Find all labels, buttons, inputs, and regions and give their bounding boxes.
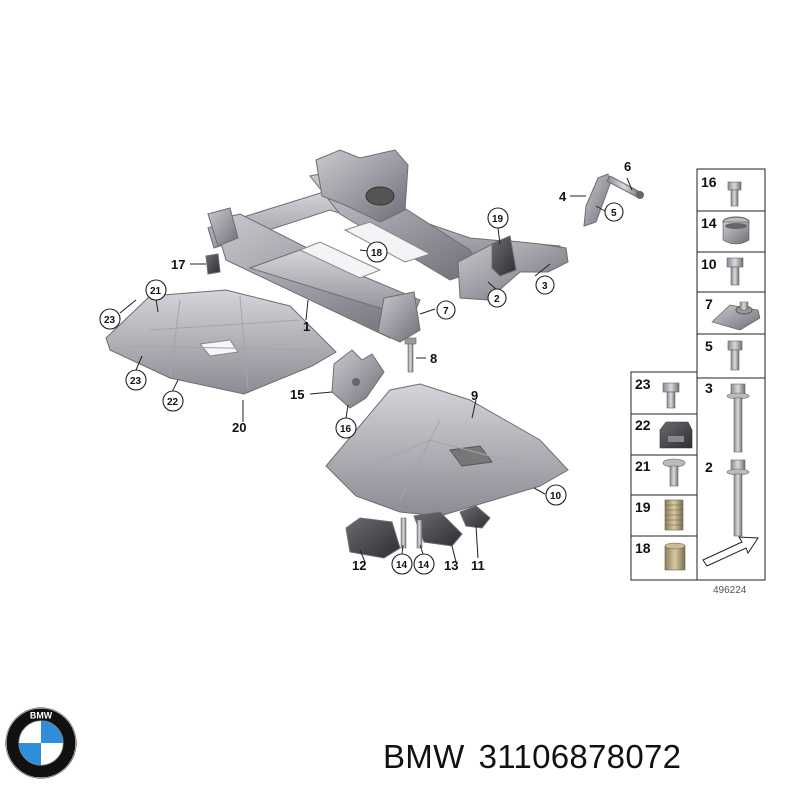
callout-19: 19 bbox=[492, 214, 504, 225]
legend-item-7: 7 bbox=[705, 296, 713, 312]
direction-arrow-icon bbox=[702, 536, 759, 567]
bracket-17-drawing bbox=[205, 253, 221, 275]
legend-item-2: 2 bbox=[705, 459, 713, 475]
callout-12: 12 bbox=[352, 558, 366, 573]
callout-16: 16 bbox=[340, 424, 352, 435]
callout-4: 4 bbox=[559, 189, 567, 204]
bolt-8-drawing bbox=[404, 337, 417, 373]
bracket-15-drawing bbox=[331, 349, 385, 409]
callout-9: 9 bbox=[471, 388, 478, 403]
parts-legend: 16 14 10 7 5 3 2 23 22 21 19 18 bbox=[630, 168, 766, 596]
legend-item-21: 21 bbox=[635, 458, 651, 474]
legend-item-23: 23 bbox=[635, 376, 651, 392]
reference-number: 496224 bbox=[713, 585, 747, 596]
callout-21: 21 bbox=[150, 286, 162, 297]
pads-drawing bbox=[345, 505, 491, 559]
callout-14-right: 14 bbox=[418, 560, 430, 571]
callout-7: 7 bbox=[443, 306, 449, 317]
callout-2: 2 bbox=[494, 294, 500, 305]
callout-6: 6 bbox=[624, 159, 631, 174]
legend-part-10 bbox=[726, 257, 744, 286]
legend-item-19: 19 bbox=[635, 499, 651, 515]
legend-item-10: 10 bbox=[701, 256, 717, 272]
callout-11: 11 bbox=[471, 558, 485, 573]
callout-23-top: 23 bbox=[104, 315, 116, 326]
legend-item-22: 22 bbox=[635, 417, 651, 433]
callout-13: 13 bbox=[444, 558, 458, 573]
legend-item-16: 16 bbox=[701, 174, 717, 190]
callout-18: 18 bbox=[371, 248, 383, 259]
callouts: 6 4 5 19 18 17 2 3 7 1 8 15 16 9 10 12 1… bbox=[99, 159, 631, 575]
legend-part-14 bbox=[722, 216, 750, 245]
legend-part-23 bbox=[662, 382, 680, 409]
callout-23-bottom: 23 bbox=[130, 376, 142, 387]
legend-part-3 bbox=[726, 383, 750, 453]
bmw-logo-text: BMW bbox=[30, 711, 53, 721]
brand-name: BMW bbox=[383, 738, 465, 775]
skid-plate-9-drawing bbox=[325, 383, 569, 517]
legend-item-14: 14 bbox=[701, 215, 717, 231]
legend-part-22 bbox=[659, 421, 693, 449]
callout-17: 17 bbox=[171, 257, 185, 272]
callout-10: 10 bbox=[550, 491, 562, 502]
bmw-logo-icon: BMW bbox=[5, 707, 77, 779]
legend-item-5: 5 bbox=[705, 338, 713, 354]
callout-5: 5 bbox=[611, 208, 617, 219]
subframe-drawing bbox=[207, 149, 569, 343]
callout-3: 3 bbox=[542, 281, 548, 292]
callout-22: 22 bbox=[167, 397, 179, 408]
legend-part-2 bbox=[726, 459, 750, 537]
part-number: 31106878072 bbox=[478, 738, 682, 775]
legend-part-16 bbox=[727, 181, 742, 207]
legend-part-18 bbox=[664, 542, 686, 571]
legend-part-7 bbox=[711, 301, 761, 331]
callout-20: 20 bbox=[232, 420, 246, 435]
legend-part-21 bbox=[662, 458, 686, 487]
legend-part-19 bbox=[664, 499, 684, 531]
underbody-shield-20-drawing bbox=[105, 289, 337, 395]
callout-8: 8 bbox=[430, 351, 437, 366]
legend-item-3: 3 bbox=[705, 380, 713, 396]
brace-strut-drawing bbox=[583, 173, 644, 227]
callout-1: 1 bbox=[303, 319, 310, 334]
legend-part-5 bbox=[727, 340, 743, 371]
callout-14-left: 14 bbox=[396, 560, 408, 571]
callout-15: 15 bbox=[290, 387, 304, 402]
brand-label: BMW 31106878072 bbox=[383, 738, 695, 776]
leader-lines bbox=[119, 177, 633, 563]
legend-item-18: 18 bbox=[635, 540, 651, 556]
